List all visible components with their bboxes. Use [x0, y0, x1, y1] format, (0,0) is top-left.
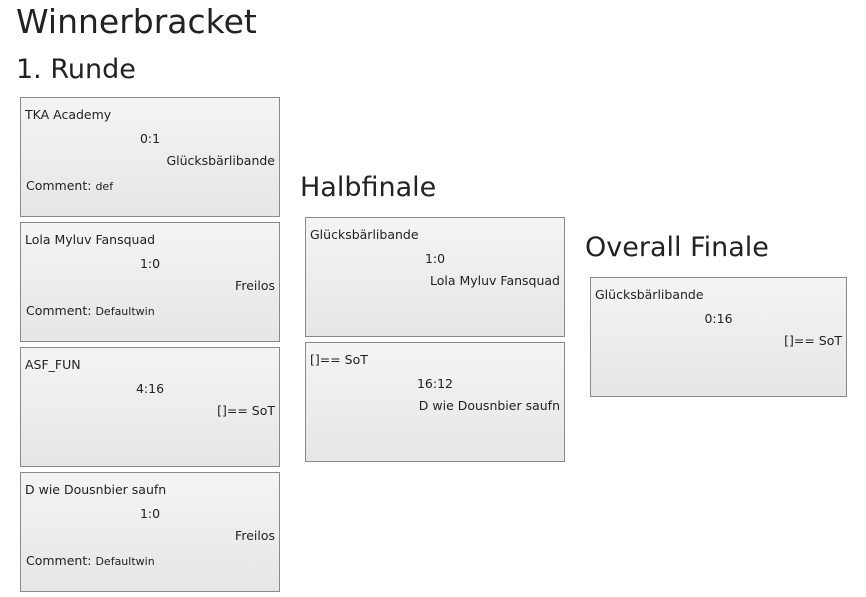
- team1: ASF_FUN: [25, 357, 81, 372]
- team1: TKA Academy: [25, 107, 112, 122]
- round-title-final: Overall Finale: [585, 232, 769, 263]
- page-title: Winnerbracket: [16, 2, 257, 41]
- team1: D wie Dousnbier saufn: [25, 482, 167, 497]
- comment-value: Defaultwin: [95, 555, 155, 568]
- comment: Comment: def: [26, 178, 113, 193]
- comment-label: Comment:: [26, 303, 92, 318]
- team1: []== SoT: [310, 352, 368, 367]
- team1: Glücksbärlibande: [595, 287, 704, 302]
- score: 16:12: [416, 376, 454, 391]
- team1: Lola Myluv Fansquad: [25, 232, 156, 247]
- team2: Lola Myluv Fansquad: [429, 273, 560, 288]
- score: 0:16: [704, 311, 733, 326]
- comment: Comment: Defaultwin: [26, 303, 155, 318]
- comment-value: def: [95, 180, 114, 193]
- match-card: []== SoT 16:12 D wie Dousnbier saufn: [305, 342, 565, 462]
- score: 1:0: [139, 506, 161, 521]
- comment-label: Comment:: [26, 553, 92, 568]
- comment-value: Defaultwin: [95, 305, 155, 318]
- team2: D wie Dousnbier saufn: [418, 398, 560, 413]
- team2: []== SoT: [217, 403, 275, 418]
- score: 1:0: [424, 251, 446, 266]
- comment: Comment: Defaultwin: [26, 553, 155, 568]
- match-card: ASF_FUN 4:16 []== SoT: [20, 347, 280, 467]
- team2: Freilos: [235, 278, 275, 293]
- team1: Glücksbärlibande: [310, 227, 419, 242]
- round-title-1: 1. Runde: [16, 54, 136, 85]
- team2: Freilos: [235, 528, 275, 543]
- score: 1:0: [139, 256, 161, 271]
- score: 4:16: [135, 381, 165, 396]
- score: 0:1: [139, 131, 161, 146]
- team2: []== SoT: [784, 333, 842, 348]
- comment-label: Comment:: [26, 178, 92, 193]
- round-title-semifinal: Halbfinale: [300, 172, 437, 203]
- team2: Glücksbärlibande: [166, 153, 275, 168]
